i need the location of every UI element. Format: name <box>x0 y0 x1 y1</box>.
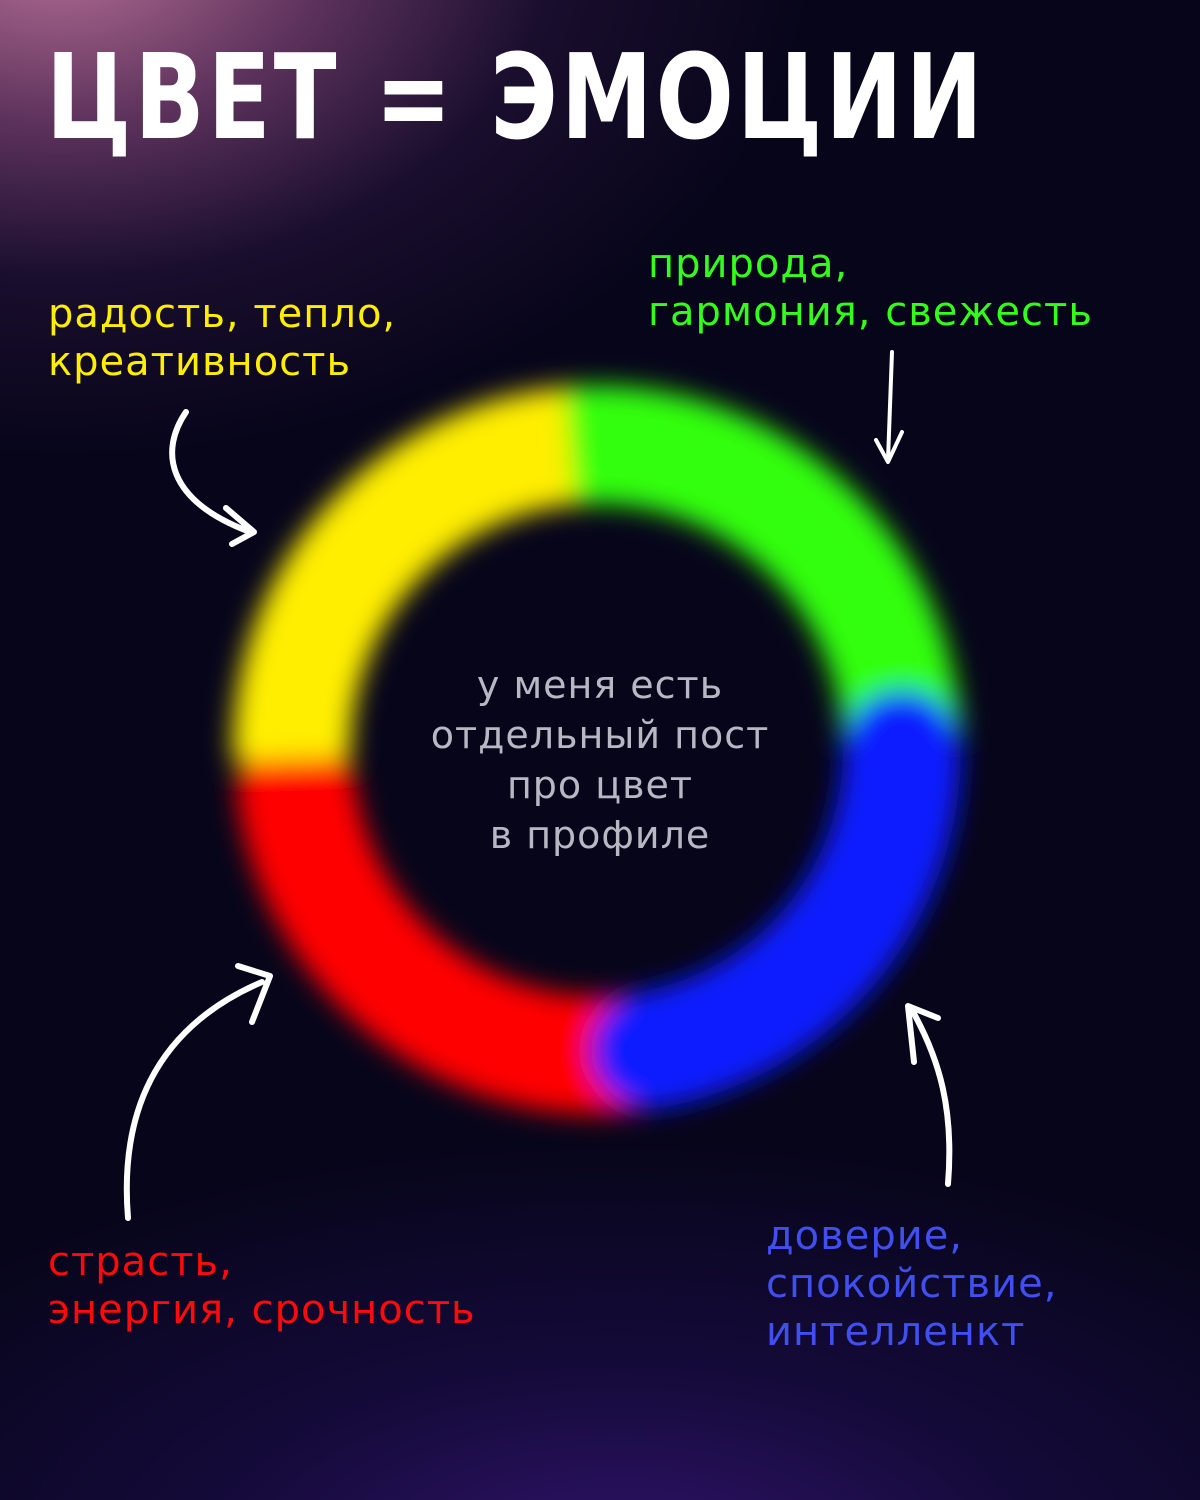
label-line: страсть, <box>48 1239 233 1285</box>
label-line: радость, тепло, <box>48 291 397 337</box>
label-line: креативность <box>48 339 352 385</box>
arrow-red-icon <box>123 963 273 1221</box>
label-line: доверие, <box>766 1213 964 1259</box>
ring-segment-blue <box>591 691 961 1109</box>
center-note-line: отдельный пост <box>430 713 770 757</box>
ring-segment-yellow <box>232 386 585 762</box>
label-line: спокойствие, <box>766 1261 1058 1307</box>
arrow-blue-icon <box>905 1003 953 1187</box>
center-note-line: про цвет <box>506 763 694 807</box>
label-yellow-emotions: радость, тепло, креативность <box>48 290 396 386</box>
ring-segment-green <box>564 385 961 739</box>
label-line: природа, <box>648 241 849 287</box>
ring-segment-red <box>237 731 669 1115</box>
arrow-green-icon <box>874 350 904 464</box>
label-line: энергия, срочность <box>48 1287 476 1333</box>
label-line: гармония, свежесть <box>648 289 1093 335</box>
label-blue-emotions: доверие, спокойствие, интелленкт <box>766 1212 1057 1356</box>
label-line: интелленкт <box>766 1309 1026 1355</box>
center-note: у меня есть отдельный пост про цвет в пр… <box>372 660 828 860</box>
label-red-emotions: страсть, энергия, срочность <box>48 1238 476 1334</box>
page-title: ЦВЕТ = ЭМОЦИИ <box>46 28 986 166</box>
center-note-line: в профиле <box>489 813 711 857</box>
arrow-yellow-icon <box>169 409 257 547</box>
center-note-line: у меня есть <box>476 663 724 707</box>
label-green-emotions: природа, гармония, свежесть <box>648 240 1093 336</box>
